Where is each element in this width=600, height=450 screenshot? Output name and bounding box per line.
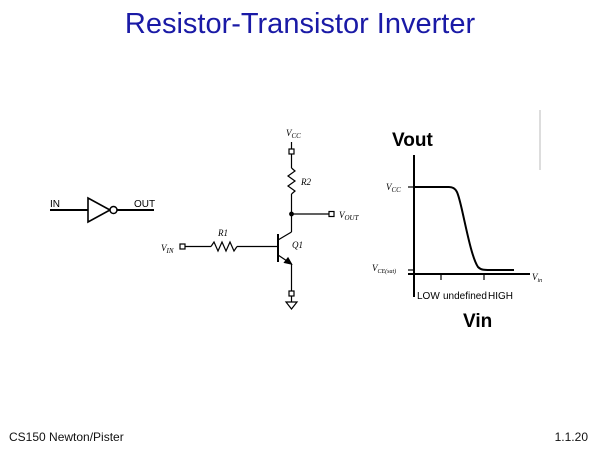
inverter-out-label: OUT: [134, 199, 155, 210]
transfer-curve: Vout VCC VCE(sat) Vin LOW undefined HIGH…: [372, 130, 542, 332]
ground-symbol: [284, 301, 299, 310]
vout-axis-title: Vout: [392, 130, 433, 151]
vout-label: VOUT: [339, 210, 360, 222]
inverter-in-label: IN: [50, 199, 60, 210]
r1-label: R1: [217, 228, 228, 238]
region-low-label: LOW: [417, 291, 440, 302]
rtl-schematic: [179, 142, 335, 310]
q1-collector-leg: [277, 231, 292, 241]
inverter-triangle: [87, 196, 112, 224]
x-axis-end-label: Vin: [532, 272, 542, 284]
y-tick-vcesat-label: VCE(sat): [372, 263, 396, 275]
transfer-curve-line: [414, 186, 514, 271]
vin-label: VIN: [161, 243, 174, 255]
footer-slide-number: 1.1.20: [554, 430, 588, 444]
q1-label: Q1: [292, 240, 303, 250]
schematic-labels: VCC R2 R1 Q1 VOUT VIN: [161, 128, 360, 255]
vin-axis-title: Vin: [463, 311, 492, 332]
ground-terminal: [288, 290, 295, 297]
inverter-bubble: [109, 205, 118, 215]
y-tick-vcc-label: VCC: [386, 182, 401, 194]
vout-terminal: [328, 210, 335, 218]
r1-resistor: [210, 240, 238, 253]
vcc-terminal: [288, 148, 295, 155]
r2-label: R2: [300, 177, 311, 187]
vcc-label: VCC: [286, 128, 301, 140]
region-undefined-label: undefined: [443, 291, 487, 302]
inverter-symbol: IN OUT: [50, 196, 155, 224]
r2-resistor: [286, 167, 297, 195]
vin-terminal: [179, 243, 186, 250]
slide-title: Resistor-Transistor Inverter: [124, 8, 476, 40]
region-high-label: HIGH: [488, 291, 513, 302]
q1-emitter-arrow: [283, 256, 293, 265]
footer-course: CS150 Newton/Pister: [9, 430, 124, 444]
